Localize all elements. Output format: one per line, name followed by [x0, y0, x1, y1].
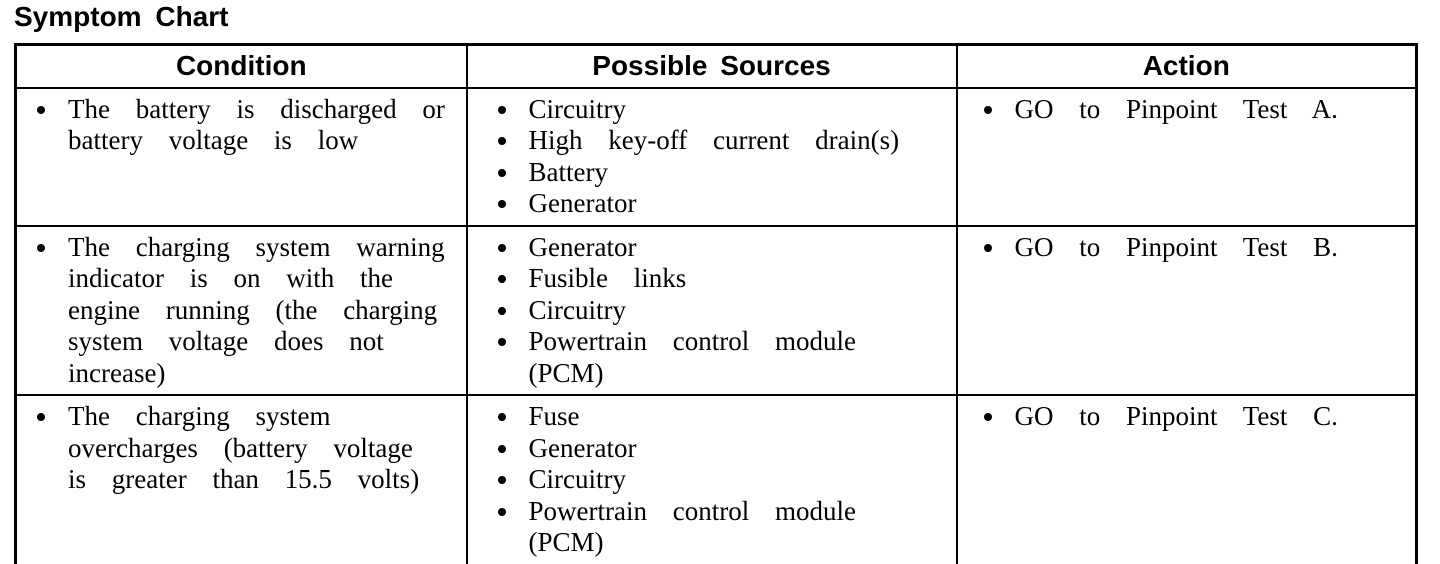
condition-cell: The battery is discharged or battery vol… — [14, 86, 468, 227]
bullet-item: The charging system warning indicator is… — [31, 232, 453, 390]
column-header-condition: Condition — [14, 43, 468, 89]
table-header-row: Condition Possible Sources Action — [14, 43, 1418, 89]
bullet-item: Fuse — [492, 401, 944, 433]
bullet-text: Circuitry — [528, 294, 626, 325]
bullet-icon — [492, 401, 529, 421]
bullet-icon — [492, 464, 529, 484]
bullet-text: Powertrain control module (PCM) — [528, 495, 856, 558]
bullet-icon — [31, 401, 68, 421]
bullet-text: Fuse — [528, 401, 580, 431]
bullet-text: GO to Pinpoint Test A. — [1014, 93, 1338, 124]
condition-cell: The charging system overcharges (battery… — [14, 394, 468, 564]
bullet-icon — [978, 401, 1015, 421]
bullet-item: Fusible links — [492, 263, 944, 295]
bullet-text: High key-off current drain(s) — [528, 125, 900, 155]
bullet-icon — [31, 94, 68, 114]
bullet-item: Battery — [492, 157, 944, 189]
bullet-item: GO to Pinpoint Test A. — [978, 94, 1404, 126]
bullet-item: Generator — [492, 188, 944, 220]
bullet-icon — [492, 263, 529, 283]
column-header-possible-sources: Possible Sources — [465, 43, 958, 89]
bullet-text: Generator — [528, 432, 637, 463]
bullet-text: GO to Pinpoint Test C. — [1014, 401, 1338, 431]
bullet-item: Powertrain control module (PCM) — [492, 496, 944, 559]
bullet-item: Circuitry — [492, 295, 944, 327]
bullet-text: The charging system warning indicator is… — [68, 231, 445, 388]
bullet-text: Powertrain control module (PCM) — [528, 326, 856, 388]
bullet-list: GO to Pinpoint Test C. — [978, 401, 1404, 433]
condition-cell: The charging system warning indicator is… — [14, 224, 468, 396]
bullet-item: Generator — [492, 232, 944, 264]
bullet-text: Circuitry — [528, 464, 626, 494]
bullet-item: Circuitry — [492, 94, 944, 126]
bullet-list: The charging system warning indicator is… — [31, 232, 453, 390]
action-cell: GO to Pinpoint Test B. — [955, 224, 1418, 396]
bullet-icon — [492, 232, 529, 252]
bullet-list: The battery is discharged or battery vol… — [31, 94, 453, 157]
bullet-text: Circuitry — [528, 93, 626, 124]
bullet-icon — [492, 94, 529, 114]
bullet-list: The charging system overcharges (battery… — [31, 401, 453, 496]
bullet-list: GO to Pinpoint Test B. — [978, 232, 1404, 264]
bullet-icon — [492, 433, 529, 453]
bullet-item: Circuitry — [492, 464, 944, 496]
bullet-item: GO to Pinpoint Test B. — [978, 232, 1404, 264]
bullet-text: Generator — [528, 188, 637, 218]
table-body: The battery is discharged or battery vol… — [14, 86, 1418, 564]
bullet-item: The charging system overcharges (battery… — [31, 401, 453, 496]
bullet-icon — [492, 157, 529, 177]
bullet-icon — [978, 94, 1015, 114]
bullet-text: The charging system overcharges (battery… — [68, 401, 420, 494]
bullet-item: The battery is discharged or battery vol… — [31, 94, 453, 157]
bullet-icon — [492, 295, 529, 315]
column-header-action: Action — [955, 43, 1418, 89]
bullet-text: Fusible links — [528, 263, 687, 293]
bullet-text: Battery — [528, 156, 608, 187]
bullet-icon — [31, 232, 68, 252]
bullet-item: GO to Pinpoint Test C. — [978, 401, 1404, 433]
bullet-icon — [492, 125, 529, 145]
bullet-item: High key-off current drain(s) — [492, 125, 944, 157]
bullet-text: The battery is discharged or battery vol… — [68, 93, 445, 156]
bullet-icon — [492, 188, 529, 208]
action-cell: GO to Pinpoint Test C. — [955, 394, 1418, 564]
bullet-list: GO to Pinpoint Test A. — [978, 94, 1404, 126]
bullet-icon — [492, 326, 529, 346]
bullet-item: Powertrain control module (PCM) — [492, 326, 944, 389]
table-row: The battery is discharged or battery vol… — [14, 86, 1418, 227]
action-cell: GO to Pinpoint Test A. — [955, 86, 1418, 227]
bullet-text: Generator — [528, 231, 637, 262]
symptom-chart-table: Condition Possible Sources Action The ba… — [14, 43, 1418, 564]
bullet-text: GO to Pinpoint Test B. — [1014, 231, 1338, 262]
bullet-item: Generator — [492, 433, 944, 465]
bullet-icon — [492, 496, 529, 516]
page-title: Symptom Chart — [14, 1, 229, 32]
bullet-icon — [978, 232, 1015, 252]
table-row: The charging system overcharges (battery… — [14, 394, 1418, 564]
table-row: The charging system warning indicator is… — [14, 224, 1418, 396]
